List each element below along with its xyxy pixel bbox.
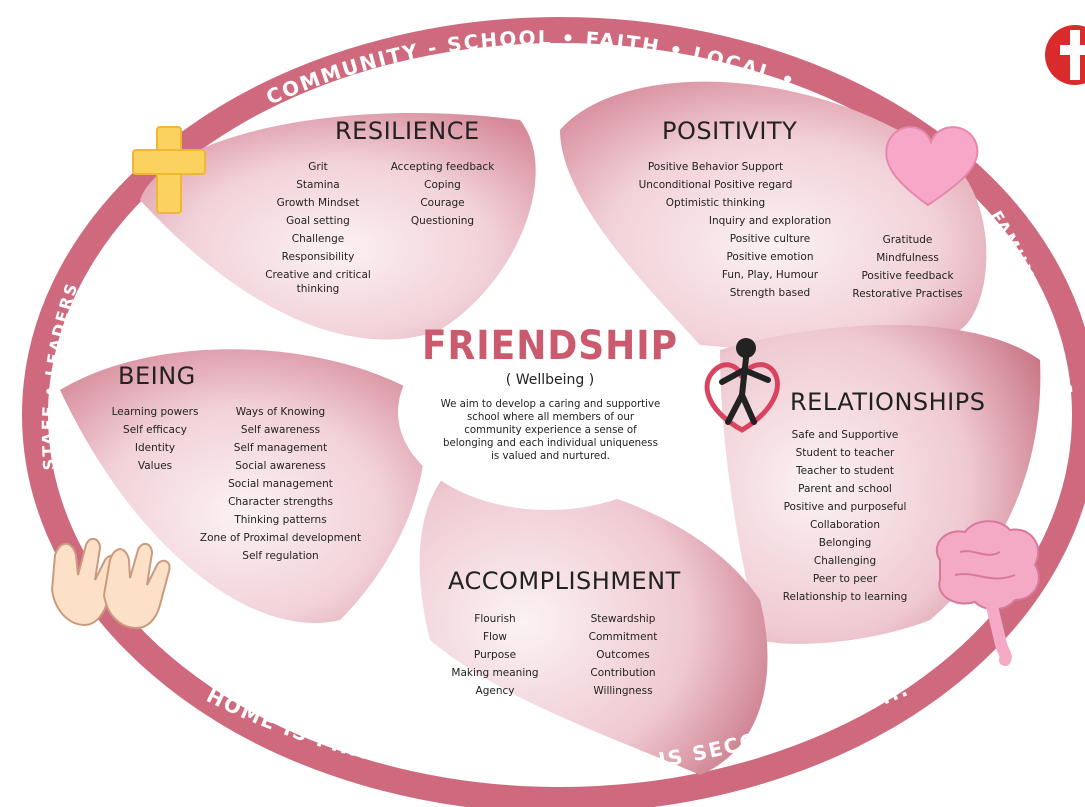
list-item: Ways of Knowing xyxy=(235,406,326,418)
list-item: Outcomes xyxy=(596,649,650,661)
list-item: Strength based xyxy=(729,287,811,299)
list-item: Self regulation xyxy=(242,550,319,562)
brain-icon xyxy=(935,520,1040,666)
heart-figure-icon xyxy=(704,338,780,433)
list-item: Flourish xyxy=(474,613,516,625)
list-item: Grit xyxy=(308,161,328,173)
list-item: Social management xyxy=(228,478,333,490)
positivity-list-3: Gratitude Mindfulness Positive feedback … xyxy=(845,231,970,303)
list-item: Mindfulness xyxy=(876,252,939,264)
resilience-list-1: Grit Stamina Growth Mindset Goal setting… xyxy=(248,158,388,296)
petal-being xyxy=(60,349,426,624)
list-item: Peer to peer xyxy=(812,573,878,585)
list-item: Goal setting xyxy=(286,215,350,227)
petal-positivity xyxy=(560,81,987,351)
heart-icon xyxy=(885,126,979,207)
list-item: Self management xyxy=(233,442,328,454)
list-item: Accepting feedback xyxy=(390,161,495,173)
list-item: Restorative Practises xyxy=(852,288,963,300)
relationships-title: RELATIONSHIPS xyxy=(790,388,986,416)
resilience-title: RESILIENCE xyxy=(335,117,480,145)
accomplishment-title: ACCOMPLISHMENT xyxy=(448,567,681,595)
being-list-2: Ways of Knowing Self awareness Self mana… xyxy=(193,403,368,565)
list-item: Parent and school xyxy=(798,483,892,495)
positivity-title: POSITIVITY xyxy=(662,117,798,145)
list-item: Making meaning xyxy=(451,667,539,679)
petal-accomplishment xyxy=(419,470,768,775)
list-item: Coping xyxy=(424,179,461,191)
list-item: Willingness xyxy=(593,685,653,697)
list-item: Agency xyxy=(475,685,515,697)
resilience-list-2: Accepting feedback Coping Courage Questi… xyxy=(375,158,510,230)
list-item: Purpose xyxy=(473,649,517,661)
positivity-list-2: Inquiry and exploration Positive culture… xyxy=(700,212,840,302)
positivity-list-1: Positive Behavior Support Unconditional … xyxy=(628,158,803,212)
list-item: Zone of Proximal development xyxy=(199,532,362,544)
list-item: Character strengths xyxy=(228,496,333,508)
center-ellipse xyxy=(398,314,698,510)
list-item: Challenge xyxy=(291,233,345,245)
list-item: Fun, Play, Humour xyxy=(721,269,819,281)
list-item: Identity xyxy=(134,442,176,454)
cross-icon xyxy=(132,126,206,214)
list-item: Contribution xyxy=(590,667,656,679)
list-item: Inquiry and exploration xyxy=(708,215,832,227)
list-item: Student to teacher xyxy=(795,447,895,459)
list-item: Teacher to student xyxy=(795,465,895,477)
list-item: Values xyxy=(137,460,173,472)
relationships-list: Safe and Supportive Student to teacher T… xyxy=(770,426,920,606)
being-list-1: Learning powers Self efficacy Identity V… xyxy=(100,403,210,475)
list-item: Responsibility xyxy=(281,251,355,263)
list-item: Self efficacy xyxy=(123,424,187,436)
list-item: Positive emotion xyxy=(726,251,814,263)
list-item: Flow xyxy=(483,631,507,643)
petal-resilience xyxy=(140,112,536,340)
list-item: Belonging xyxy=(818,537,872,549)
list-item: Creative and critical thinking xyxy=(265,269,371,295)
list-item: Questioning xyxy=(410,215,475,227)
list-item: Challenging xyxy=(813,555,877,567)
center-title: FRIENDSHIP xyxy=(421,323,679,369)
being-title: BEING xyxy=(118,362,196,390)
list-item: Growth Mindset xyxy=(276,197,360,209)
list-item: Safe and Supportive xyxy=(791,429,899,441)
list-item: Thinking patterns xyxy=(234,514,327,526)
list-item: Positive Behavior Support xyxy=(647,161,784,173)
list-item: Positive feedback xyxy=(861,270,954,282)
list-item: Social awareness xyxy=(235,460,326,472)
accomplishment-list-2: Stewardship Commitment Outcomes Contribu… xyxy=(568,610,678,700)
list-item: Stamina xyxy=(296,179,340,191)
outer-ring xyxy=(22,17,1085,807)
center-subtitle: ( Wellbeing ) xyxy=(505,372,595,388)
list-item: Commitment xyxy=(588,631,658,643)
list-item: Collaboration xyxy=(810,519,880,531)
list-item: Relationship to learning xyxy=(782,591,908,603)
list-item: Learning powers xyxy=(111,406,199,418)
hands-icon xyxy=(50,537,171,630)
list-item: Courage xyxy=(420,197,465,209)
list-item: Self awareness xyxy=(240,424,321,436)
center-description: We aim to develop a caring and supportiv… xyxy=(440,399,661,462)
list-item: Stewardship xyxy=(590,613,656,625)
list-item: Gratitude xyxy=(882,234,933,246)
list-item: Optimistic thinking xyxy=(665,197,766,209)
accomplishment-list-1: Flourish Flow Purpose Making meaning Age… xyxy=(440,610,550,700)
list-item: Unconditional Positive regard xyxy=(638,179,793,191)
list-item: Positive and purposeful xyxy=(783,501,907,513)
list-item: Positive culture xyxy=(729,233,811,245)
logo-icon xyxy=(1045,25,1085,85)
